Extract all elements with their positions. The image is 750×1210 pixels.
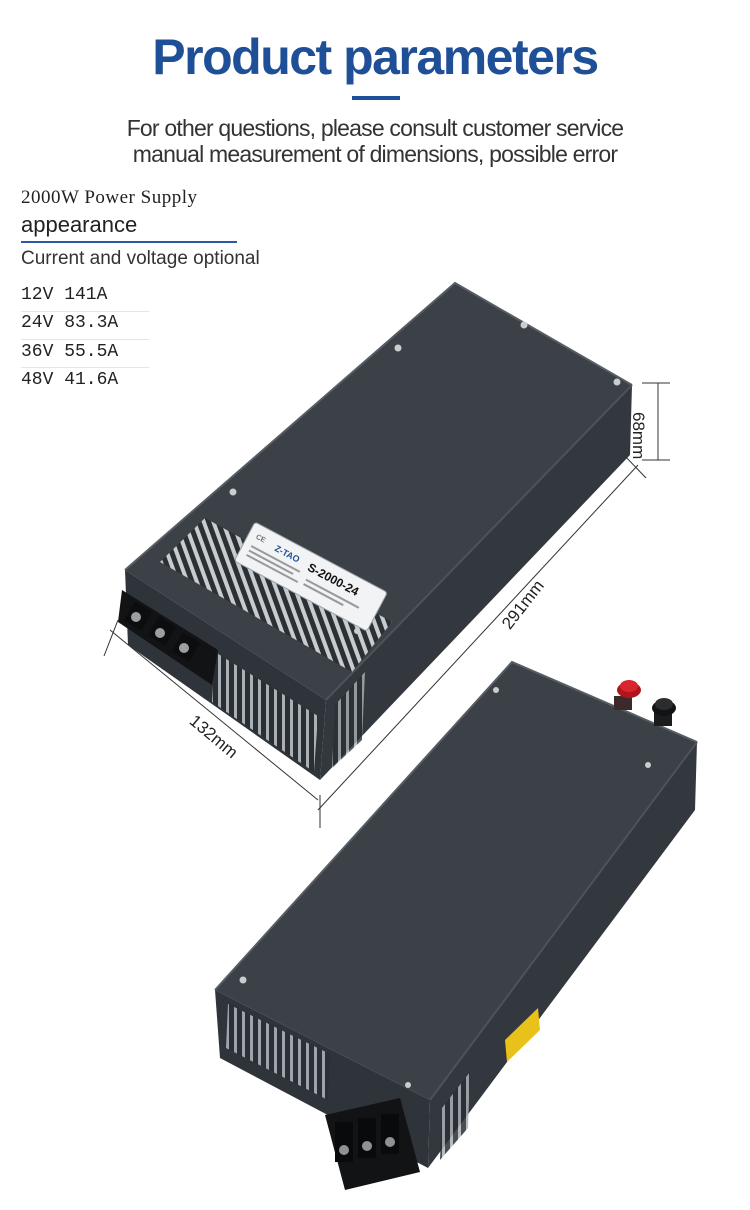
terminal-block-front — [118, 590, 218, 685]
section-label: appearance — [21, 212, 138, 237]
output-terminals — [614, 680, 676, 726]
subtitle-line-1: For other questions, please consult cust… — [126, 115, 624, 141]
spec-divider — [21, 367, 149, 368]
case-side-face — [320, 385, 632, 780]
height-dimension-label: 68mm — [629, 412, 648, 460]
spec-divider — [21, 311, 149, 312]
power-supply-bottom-view — [214, 660, 698, 1190]
front-vent-grille — [226, 1004, 330, 1100]
case-side-face — [428, 742, 697, 1168]
svg-text:CE: CE — [255, 534, 267, 545]
spec-row: 48V 41.6A — [21, 370, 119, 390]
front-vent-grille — [212, 652, 318, 772]
warning-sticker — [505, 1008, 540, 1062]
spec-divider — [21, 339, 149, 340]
power-supply-top-view: CE Z-TAO S-2000-24 — [118, 281, 633, 780]
spec-row: 36V 55.5A — [21, 342, 119, 362]
product-name: 2000W Power Supply — [21, 187, 198, 208]
options-label: Current and voltage optional — [21, 248, 260, 269]
product-label: CE Z-TAO S-2000-24 — [234, 522, 387, 631]
top-vent-grille — [160, 518, 392, 672]
case-top-face — [215, 662, 697, 1100]
terminal-block-front — [325, 1098, 420, 1190]
dimension-lines — [103, 382, 670, 828]
spec-row: 12V 141A — [21, 285, 108, 305]
title-underline — [352, 96, 400, 100]
page-title: Product parameters — [152, 29, 599, 85]
subtitle-line-2: manual measurement of dimensions, possib… — [132, 141, 618, 167]
spec-row: 24V 83.3A — [21, 313, 119, 333]
section-underline — [21, 241, 237, 243]
